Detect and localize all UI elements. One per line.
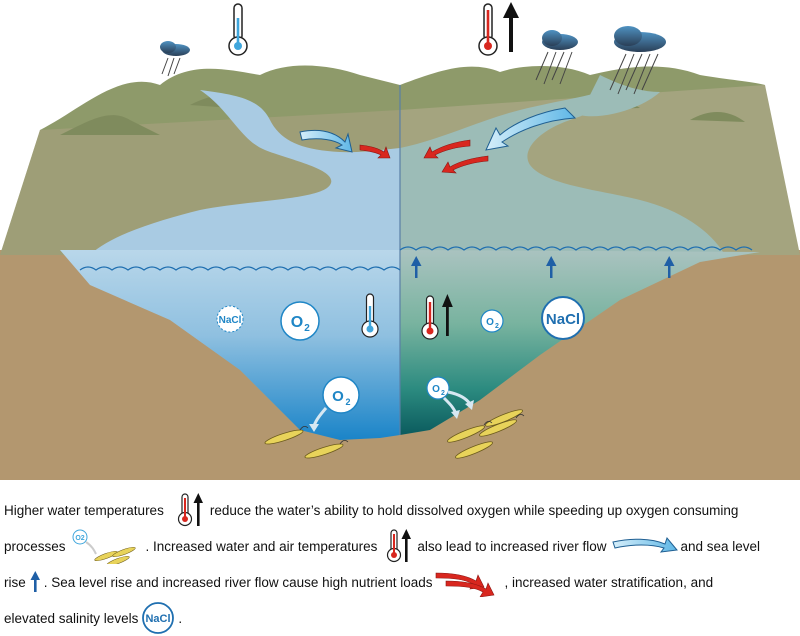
estuary-diagram: NaCl O 2 O 2 NaCl O 2 <box>0 2 800 480</box>
caption-text: also lead to increased river flow <box>417 538 607 554</box>
organisms-left <box>264 426 349 459</box>
caption-text: . Increased water and air temperatures <box>145 538 378 554</box>
increase-arrow-icon <box>442 294 453 336</box>
caption-text: . <box>178 610 183 626</box>
oxygen-subscript: 2 <box>495 323 499 330</box>
salinity-label: NaCl <box>546 311 580 328</box>
nutrient-load-arrow <box>423 139 471 159</box>
oxygen-low-icon: O 2 <box>480 309 504 333</box>
thermometer-warm-icon <box>421 295 439 340</box>
sea-level-rise-arrow <box>664 256 675 278</box>
svg-text:O2: O2 <box>75 535 84 542</box>
increase-arrow-icon <box>503 2 519 52</box>
oxygen-high-icon: O 2 <box>280 301 320 341</box>
nutrient-load-icon <box>436 572 495 597</box>
caption-text: Higher water temperatures <box>4 502 164 518</box>
thermometer-warm-icon <box>387 529 412 563</box>
estuary-channel-right <box>400 85 725 255</box>
oxygen-consumption-left-icon: O 2 <box>309 376 360 432</box>
thermometer-warm-icon <box>478 3 498 56</box>
nutrient-load-arrow <box>359 144 391 159</box>
water-left <box>60 250 400 440</box>
oxygen-subscript: 2 <box>345 397 350 407</box>
organisms-right <box>447 409 525 459</box>
water-right <box>400 250 760 435</box>
thermometer-cool-icon <box>228 3 248 56</box>
caption-text: and sea level <box>680 538 761 554</box>
water-surface-right <box>399 246 753 251</box>
caption-text: , increased water stratification, and <box>504 574 714 590</box>
oxygen-label: O <box>486 317 494 328</box>
oxygen-consumption-icon: O2 <box>72 529 136 564</box>
salinity-high-icon: NaCl <box>142 602 175 634</box>
thermometer-warm-icon <box>177 493 203 527</box>
sea-level-rise-arrow <box>411 256 422 278</box>
caption-text: . Sea level rise and increased river flo… <box>43 574 433 590</box>
salinity-label: NaCl <box>219 315 242 326</box>
oxygen-label: O <box>432 384 440 395</box>
oxygen-label: O <box>332 388 344 405</box>
caption-line-1: Higher water temperatures reduce the wat… <box>4 492 796 528</box>
oxygen-label: O <box>291 314 303 331</box>
caption-text: rise <box>4 574 26 590</box>
estuary-channel-left <box>90 90 400 255</box>
caption-text: processes <box>4 538 66 554</box>
caption-text: reduce the water’s ability to hold disso… <box>209 502 739 518</box>
oxygen-subscript: 2 <box>304 323 310 334</box>
caption-line-3: rise . Sea level rise and increased rive… <box>4 564 796 600</box>
river-flow-arrow-right <box>485 107 577 151</box>
caption-line-2: processes O2 . Increased water and air t… <box>4 528 796 564</box>
sea-level-rise-arrow <box>546 256 557 278</box>
caption-line-4: elevated salinity levels NaCl . <box>4 600 796 636</box>
thermometer-cool-icon <box>361 293 379 338</box>
river-flow-arrow-icon <box>611 536 678 553</box>
cloud-right-small-icon <box>535 30 578 85</box>
cloud-right-large-icon <box>609 26 666 95</box>
nutrient-load-arrow <box>441 155 489 174</box>
salinity-label: NaCl <box>146 613 171 625</box>
river-flow-arrow-left <box>299 129 353 153</box>
oxygen-subscript: 2 <box>441 390 445 397</box>
caption: Higher water temperatures reduce the wat… <box>4 492 796 636</box>
salinity-low-icon: NaCl <box>216 305 244 333</box>
water-surface-left <box>79 266 401 271</box>
salinity-high-icon: NaCl <box>541 296 585 340</box>
caption-text: elevated salinity levels <box>4 610 139 626</box>
cloud-left-icon <box>160 41 190 77</box>
sea-level-rise-icon <box>30 571 40 592</box>
oxygen-consumption-right-icon: O 2 <box>426 376 474 419</box>
